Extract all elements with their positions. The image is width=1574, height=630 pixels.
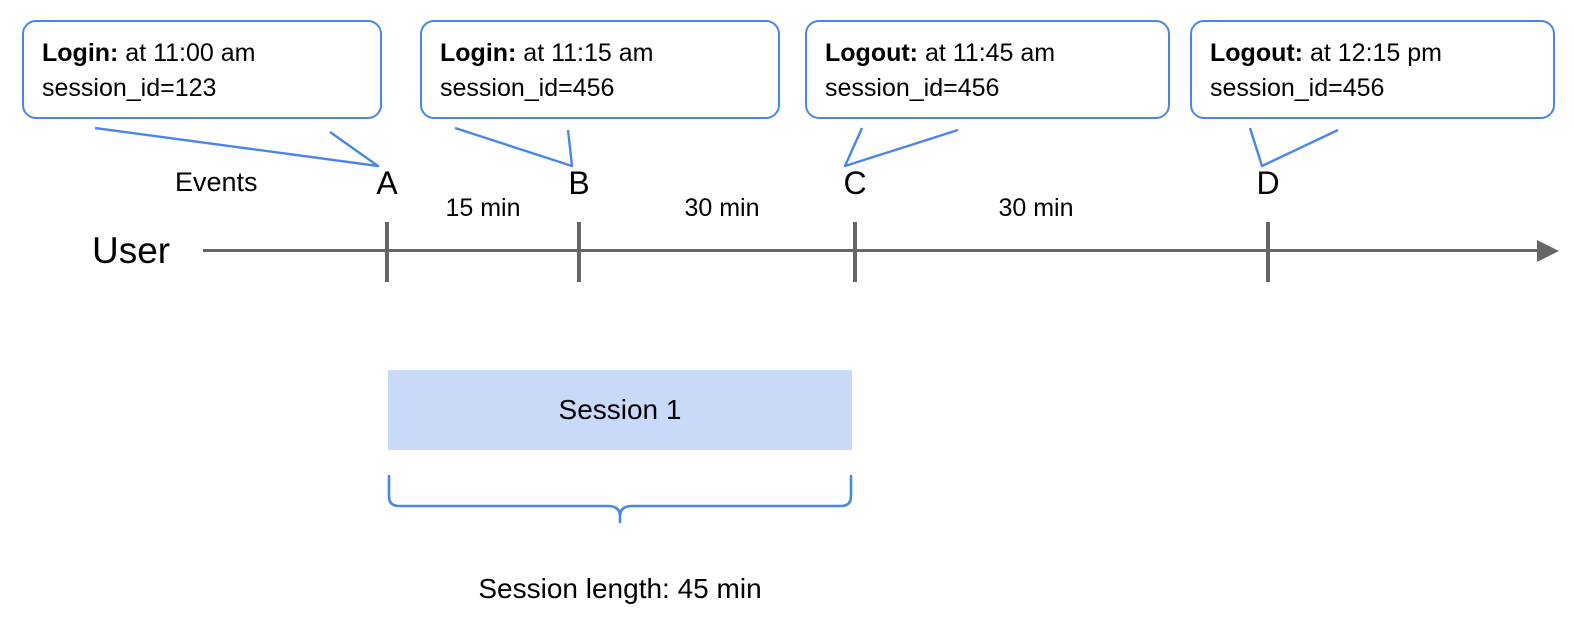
tick-label-b: B [568, 165, 590, 201]
callout-a-session-id: session_id=123 [42, 73, 217, 102]
session-length-caption: Session length: 45 min [478, 573, 762, 604]
callout-a-event-name: Login: [42, 39, 119, 67]
timeline-axis [203, 249, 1543, 252]
tick-label-a: A [376, 165, 398, 201]
tick-label-d: D [1256, 165, 1280, 201]
tick-mark-c [853, 222, 857, 282]
callout-event-a: Login: at 11:00 am session_id=123 [22, 20, 382, 119]
timeline-arrow-icon [1537, 240, 1559, 262]
tick-mark-b [577, 222, 581, 282]
interval-label-bc: 30 min [684, 194, 760, 222]
callout-d-line-1: Logout: at 12:15 pm [1210, 36, 1535, 71]
tick-label-c: C [843, 165, 867, 201]
tick-mark-a [385, 222, 389, 282]
callout-b-session-id: session_id=456 [440, 73, 615, 102]
callout-event-b: Login: at 11:15 am session_id=456 [420, 20, 780, 119]
user-lane-label: User [92, 230, 171, 271]
interval-label-ab: 15 min [445, 194, 521, 222]
session-1-label: Session 1 [558, 394, 682, 425]
callout-a-line-1: Login: at 11:00 am [42, 36, 362, 71]
callout-d-time: at 12:15 pm [1303, 39, 1442, 67]
session-1-bar: Session 1 [388, 370, 852, 450]
callout-b-line-1: Login: at 11:15 am [440, 36, 760, 71]
callout-c-time: at 11:45 am [918, 39, 1056, 67]
callout-c-event-name: Logout: [825, 39, 919, 67]
callout-b-event-name: Login: [440, 39, 517, 67]
interval-label-cd: 30 min [998, 194, 1074, 222]
events-lane-label: Events [175, 167, 258, 197]
callout-c-session-id: session_id=456 [825, 73, 1000, 102]
session-span-brace [387, 474, 853, 524]
callout-d-event-name: Logout: [1210, 39, 1304, 67]
callout-d-session-id: session_id=456 [1210, 73, 1385, 102]
callout-event-d: Logout: at 12:15 pm session_id=456 [1190, 20, 1555, 119]
tick-mark-d [1266, 222, 1270, 282]
callout-a-time: at 11:00 am [118, 39, 256, 67]
callout-c-line-1: Logout: at 11:45 am [825, 36, 1150, 71]
callout-b-time: at 11:15 am [516, 39, 654, 67]
callout-event-c: Logout: at 11:45 am session_id=456 [805, 20, 1170, 119]
